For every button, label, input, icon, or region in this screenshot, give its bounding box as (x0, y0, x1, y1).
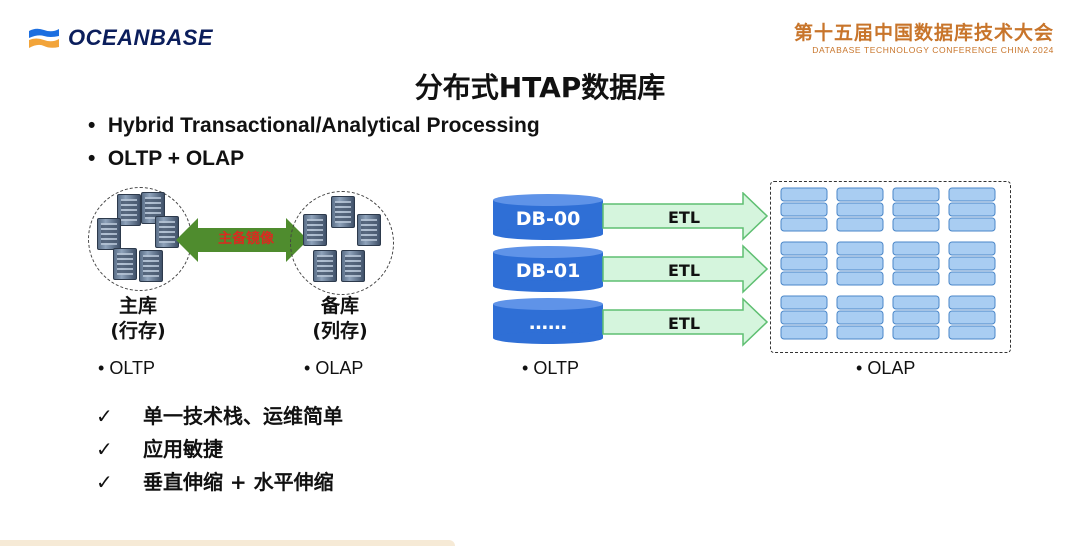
server-icon (303, 214, 327, 246)
oltp-db-cylinders (493, 194, 603, 344)
olap-disk-stack-icon (836, 295, 884, 340)
etl-arrow-icon (602, 192, 768, 241)
bullet-dot: • (304, 358, 311, 378)
db-more-label: …… (529, 312, 567, 334)
etl-label: ETL (668, 314, 701, 333)
olap-disk-stack-icon (836, 187, 884, 232)
db-cylinder-icon (493, 298, 603, 344)
server-icon (97, 218, 121, 250)
olap-disk-stack-icon (780, 295, 828, 340)
bottom-decoration-bar (0, 540, 455, 546)
olap-disk-stack-icon (892, 295, 940, 340)
checklist-text: 单一技术栈、运维简单 (142, 404, 343, 428)
oltp-source-workload: • OLTP (522, 358, 579, 379)
checklist-item: ✓ 垂直伸缩 + 水平伸缩 (96, 466, 334, 495)
server-icon (357, 214, 381, 246)
primary-server-cluster (88, 187, 192, 291)
server-icon (139, 250, 163, 282)
standby-db-type: (列存) (312, 320, 368, 342)
server-icon (113, 248, 137, 280)
server-icon (117, 194, 141, 226)
checklist-text: 垂直伸缩 + 水平伸缩 (142, 470, 334, 494)
primary-db-name: 主库 (118, 295, 157, 317)
check-icon: ✓ (96, 404, 113, 428)
bullet-htap: • Hybrid Transactional/Analytical Proces… (88, 114, 540, 138)
bullet-dot: • (522, 358, 529, 378)
olap-disk-stack-icon (892, 187, 940, 232)
standby-db-name: 备库 (320, 295, 359, 317)
slide-title: 分布式HTAP数据库 (414, 71, 666, 104)
etl-arrows (602, 192, 768, 347)
bullet-text: OLTP + OLAP (107, 147, 245, 170)
server-icon (341, 250, 365, 282)
oceanbase-logo-icon (29, 28, 59, 48)
bullet-text: Hybrid Transactional/Analytical Processi… (107, 114, 540, 137)
olap-disk-stack-icon (948, 241, 996, 286)
bullet-dot: • (88, 147, 96, 170)
olap-disk-stack-icon (892, 241, 940, 286)
olap-disk-stack-icon (948, 295, 996, 340)
conference-title: 第十五届中国数据库技术大会 (793, 22, 1054, 44)
bullet-dot: • (856, 358, 863, 378)
oceanbase-logo: OCEANBASE (28, 24, 228, 52)
mirror-label: 主备镜像 (218, 231, 274, 247)
olap-target-workload: • OLAP (856, 358, 915, 379)
checklist-item: ✓ 应用敏捷 (96, 433, 223, 462)
check-icon: ✓ (96, 470, 113, 494)
mirror-double-arrow-icon (176, 218, 308, 262)
primary-workload: • OLTP (98, 358, 155, 379)
logo-text: OCEANBASE (68, 25, 214, 50)
server-icon (313, 250, 337, 282)
conference-subtitle: DATABASE TECHNOLOGY CONFERENCE CHINA 202… (812, 45, 1054, 55)
checklist-item: ✓ 单一技术栈、运维简单 (96, 400, 343, 429)
workload-text: OLAP (867, 358, 916, 378)
etl-label: ETL (668, 208, 701, 227)
standby-server-cluster (290, 191, 394, 295)
standby-db-label: 备库 (列存) (298, 294, 382, 344)
checklist-text: 应用敏捷 (142, 437, 223, 461)
olap-storage-grid (780, 187, 996, 340)
primary-db-label: 主库 (行存) (96, 294, 180, 344)
db-00-label: DB-00 (515, 208, 581, 230)
etl-arrow-icon (602, 244, 768, 294)
workload-text: OLAP (315, 358, 364, 378)
workload-text: OLTP (109, 358, 156, 378)
bullet-oltp-olap: • OLTP + OLAP (88, 147, 244, 171)
server-icon (155, 216, 179, 248)
workload-text: OLTP (533, 358, 580, 378)
primary-db-type: (行存) (110, 320, 166, 342)
db-01-label: DB-01 (515, 260, 581, 282)
olap-disk-stack-icon (948, 187, 996, 232)
server-icon (331, 196, 355, 228)
standby-workload: • OLAP (304, 358, 363, 379)
bullet-dot: • (88, 114, 96, 137)
bullet-dot: • (98, 358, 105, 378)
etl-label: ETL (668, 261, 701, 280)
db-cylinder-icon (493, 246, 603, 292)
db-cylinder-icon (493, 194, 603, 240)
olap-cluster-box (770, 181, 1011, 353)
olap-disk-stack-icon (780, 187, 828, 232)
olap-disk-stack-icon (780, 241, 828, 286)
etl-arrow-icon (602, 297, 768, 347)
olap-disk-stack-icon (836, 241, 884, 286)
check-icon: ✓ (96, 437, 113, 461)
